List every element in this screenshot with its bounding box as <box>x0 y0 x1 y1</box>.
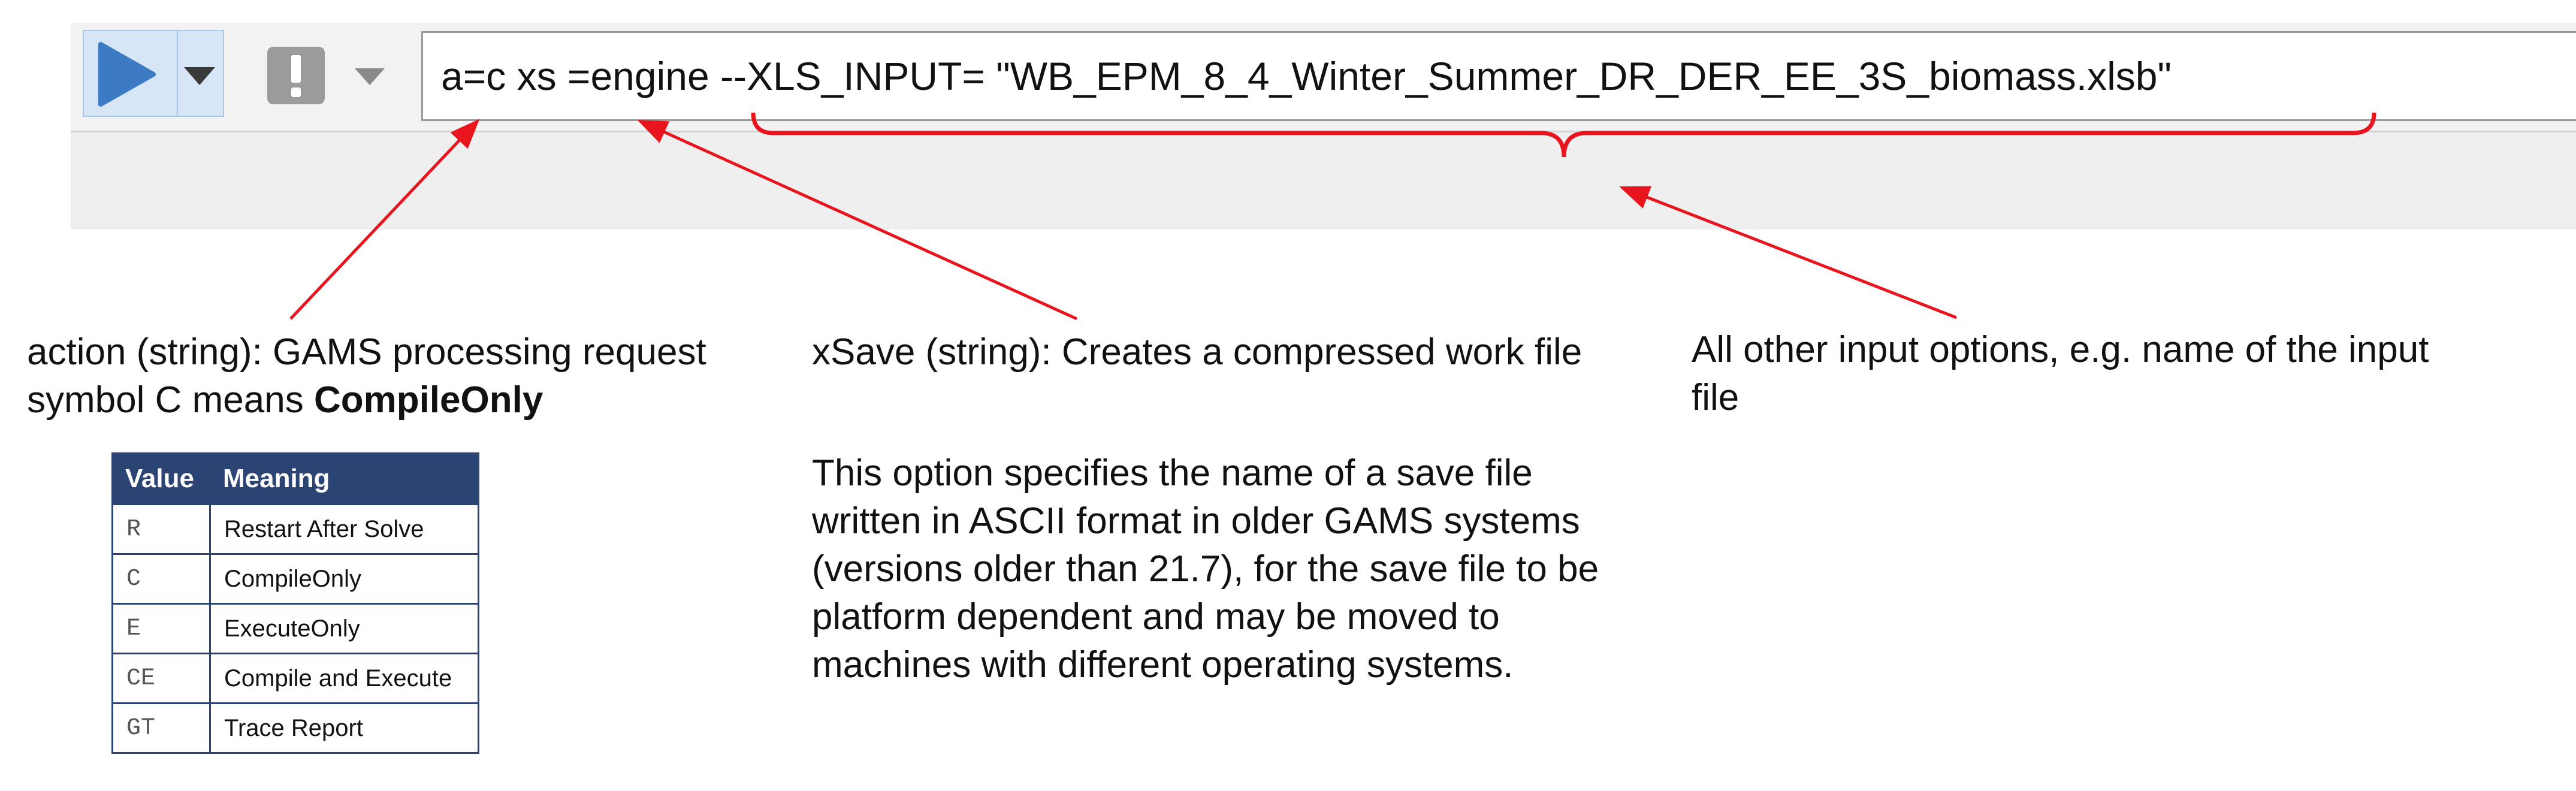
run-button-separator <box>177 31 178 116</box>
table-header-meaning: Meaning <box>209 452 479 505</box>
warning-dropdown-icon[interactable] <box>355 68 385 85</box>
table-cell-value: C <box>111 553 211 605</box>
action-annotation-line2: symbol C means CompileOnly <box>27 376 770 424</box>
action-annotation-bold: CompileOnly <box>313 379 543 421</box>
table-cell-value: CE <box>111 653 211 704</box>
exclamation-icon[interactable] <box>267 47 325 104</box>
table-row: E ExecuteOnly <box>111 603 479 654</box>
chevron-down-icon[interactable] <box>184 67 215 85</box>
table-cell-meaning: Restart After Solve <box>209 503 479 555</box>
table-row: R Restart After Solve <box>111 503 479 555</box>
table-cell-value: R <box>111 503 211 555</box>
action-annotation: action (string): GAMS processing request… <box>27 328 770 424</box>
xsave-annotation-body: This option specifies the name of a save… <box>812 452 1599 686</box>
action-annotation-line1: action (string): GAMS processing request <box>27 331 706 373</box>
action-arrow <box>289 119 480 320</box>
table-row: GT Trace Report <box>111 702 479 754</box>
action-annotation-prefix: symbol C means <box>27 379 314 421</box>
table-cell-value: E <box>111 603 211 654</box>
xsave-arrow <box>637 119 1078 321</box>
options-brace <box>751 112 2376 158</box>
table-row: CE Compile and Execute <box>111 653 479 704</box>
play-icon[interactable] <box>96 41 158 108</box>
table-cell-meaning: CompileOnly <box>209 553 479 605</box>
other-options-annotation: All other input options, e.g. name of th… <box>1692 329 2429 418</box>
other-options-arrow <box>1619 186 1957 319</box>
table-cell-value: GT <box>111 702 211 754</box>
table-cell-meaning: ExecuteOnly <box>209 603 479 654</box>
table-header-value: Value <box>111 452 211 505</box>
xsave-annotation-title: xSave (string): Creates a compressed wor… <box>812 331 1583 373</box>
table-header-row: Value Meaning <box>111 452 479 505</box>
table-row: C CompileOnly <box>111 553 479 605</box>
action-values-table: Value Meaning R Restart After Solve C Co… <box>111 452 479 754</box>
table-cell-meaning: Trace Report <box>209 702 479 754</box>
table-cell-meaning: Compile and Execute <box>209 653 479 704</box>
command-line-input[interactable] <box>421 31 2576 121</box>
